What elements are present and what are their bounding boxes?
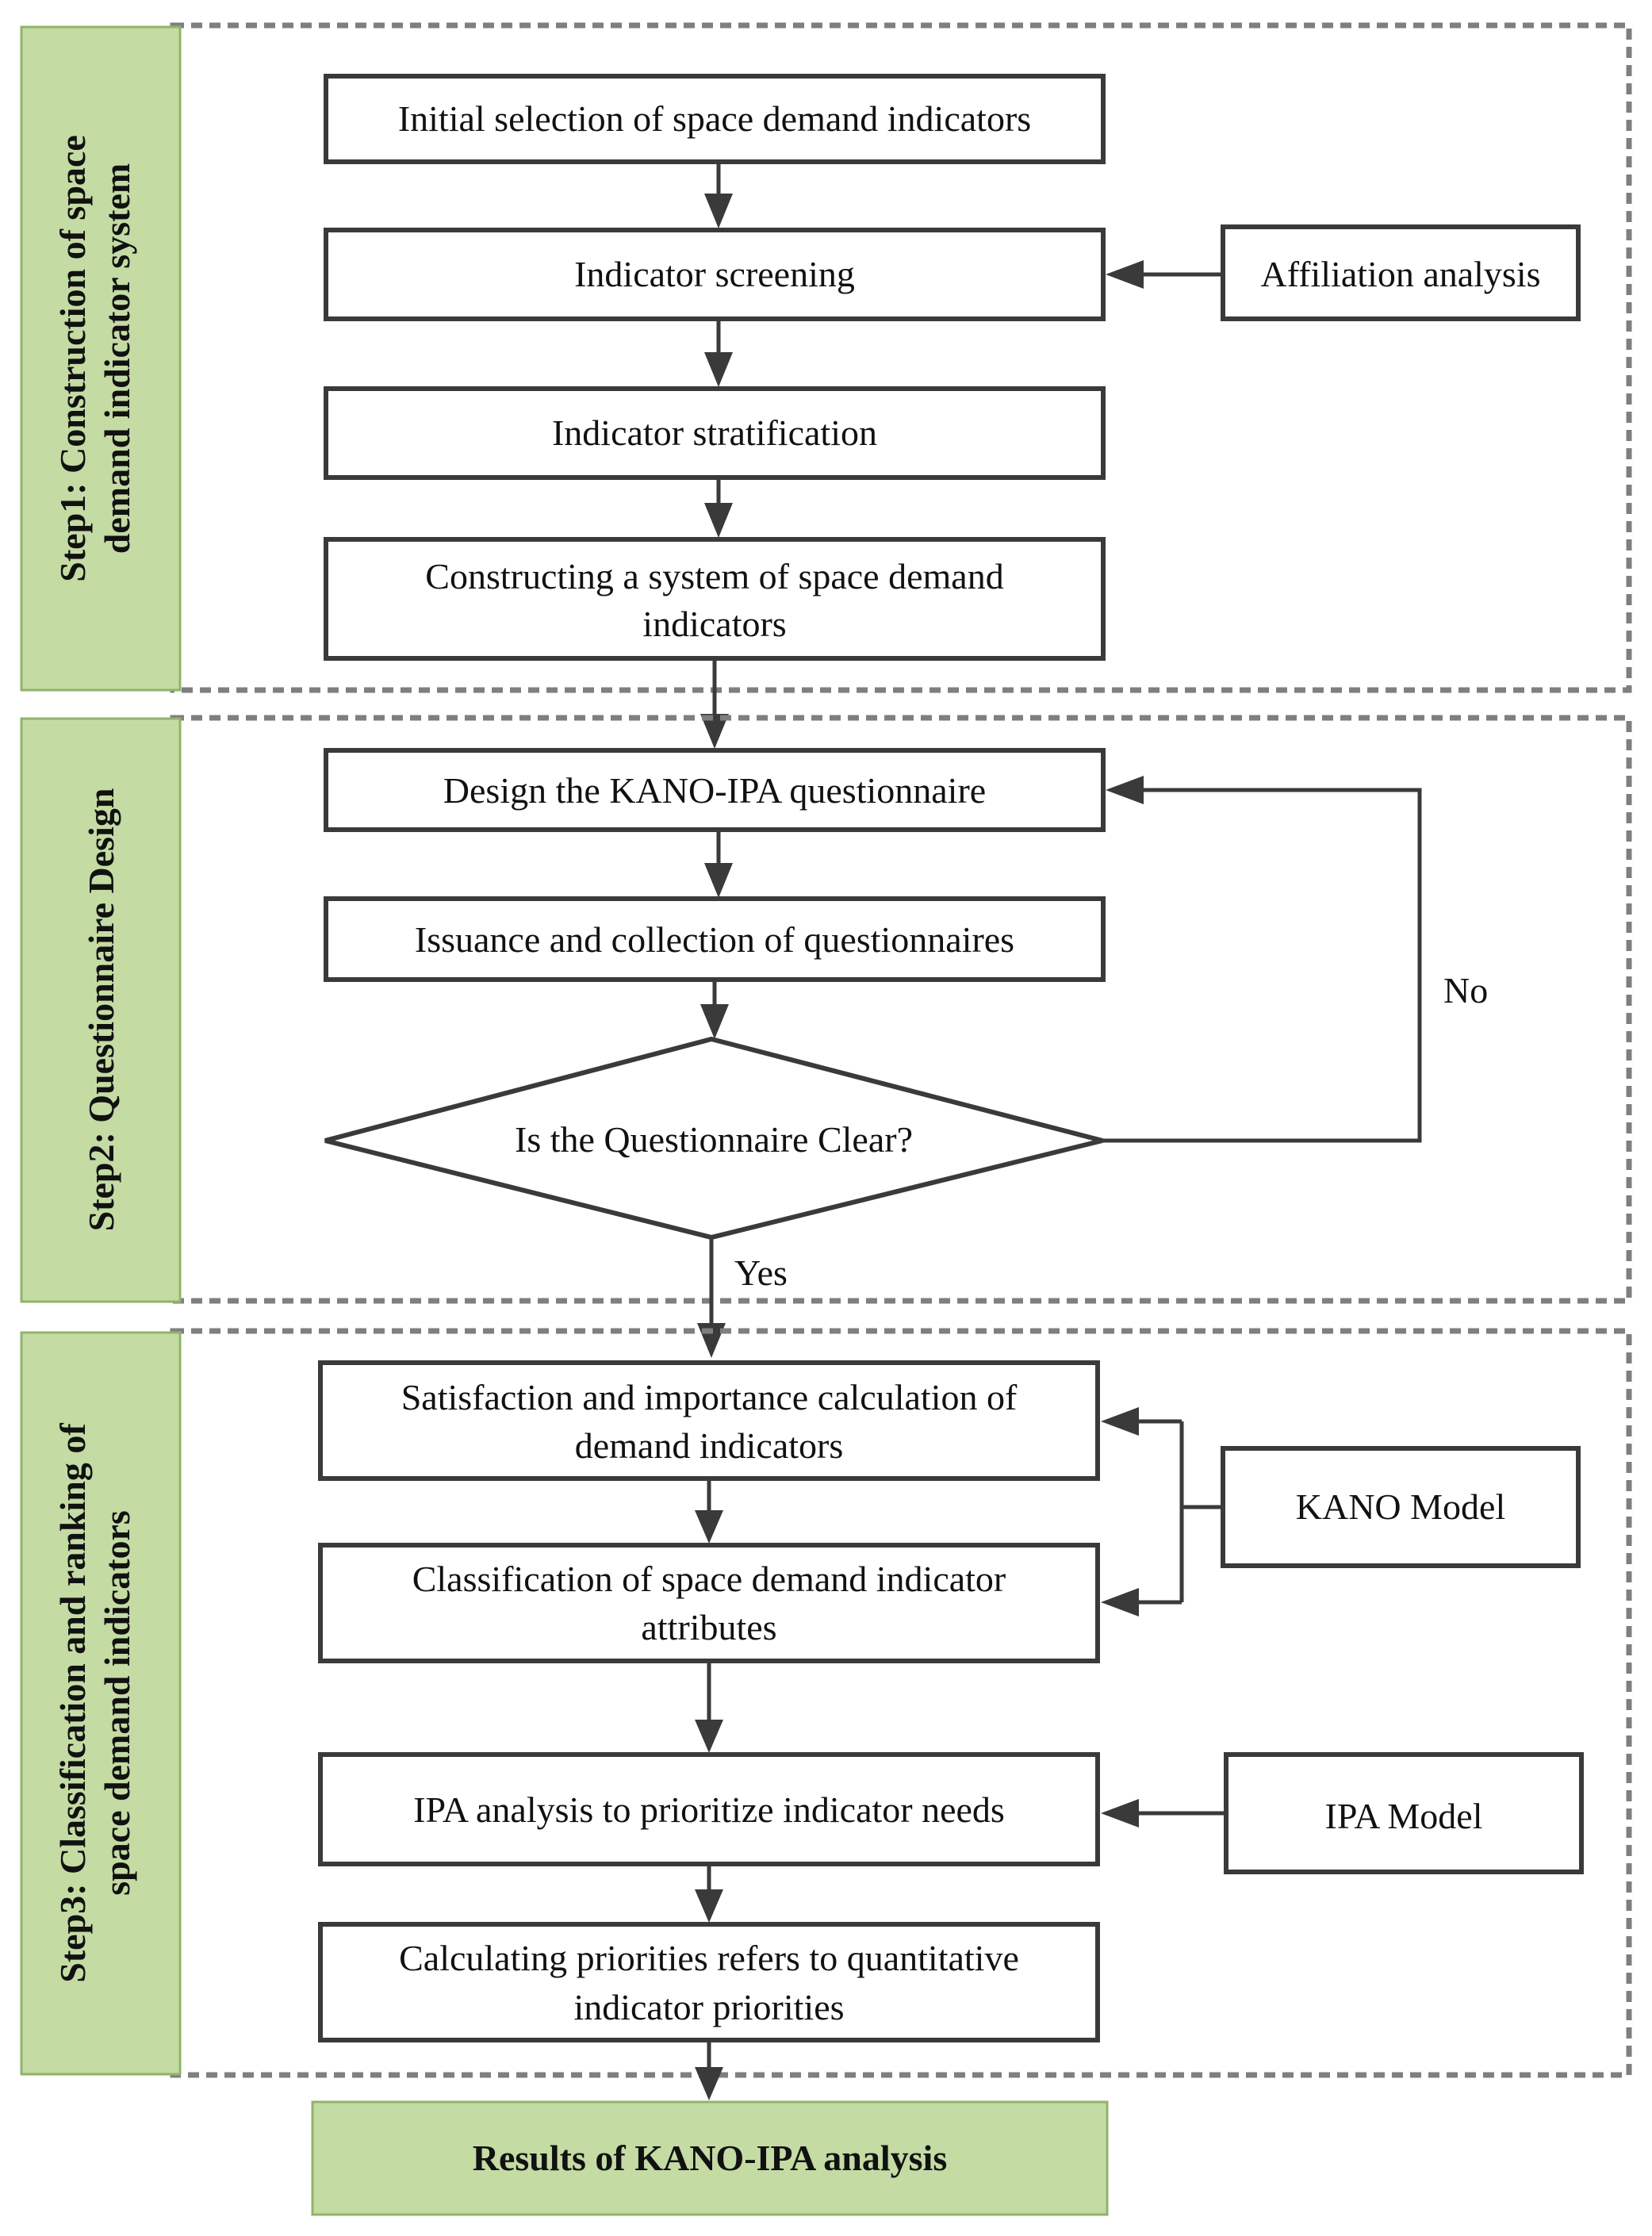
constructing-system-label-line2: indicators xyxy=(642,604,786,644)
arrowhead-calculating xyxy=(695,1889,723,1923)
decision-label: Is the Questionnaire Clear? xyxy=(515,1119,913,1160)
arrowhead-affiliation xyxy=(1106,260,1144,289)
ipa-model-box xyxy=(1224,1752,1584,1874)
step3-dashed-frame xyxy=(170,1328,1632,2078)
classification-attributes-label-line2: attributes xyxy=(641,1607,776,1647)
satisfaction-calculation-label-line2: demand indicators xyxy=(575,1425,844,1466)
results-box xyxy=(311,2100,1109,2216)
yes-label: Yes xyxy=(734,1252,788,1293)
arrowhead-screening xyxy=(704,194,733,228)
indicator-screening-box xyxy=(324,228,1106,321)
arrowhead-stratification xyxy=(704,352,733,387)
arrowhead-no-loop xyxy=(1106,776,1144,804)
arrowhead-kano-classification xyxy=(1101,1588,1139,1617)
kano-model-label: KANO Model xyxy=(1296,1486,1505,1527)
step1-title: Step1: Construction of space demand indi… xyxy=(52,135,137,581)
arrowhead-decision xyxy=(700,1004,729,1039)
step2-title: Step2: Questionnaire Design xyxy=(81,788,121,1232)
step3-title-line1: Step3: Classification and ranking of xyxy=(52,1423,93,1983)
design-questionnaire-label: Design the KANO-IPA questionnaire xyxy=(443,770,986,811)
constructing-system-box xyxy=(324,537,1106,661)
step3-side-panel xyxy=(20,1331,182,2076)
ipa-analysis-label: IPA analysis to prioritize indicator nee… xyxy=(413,1789,1005,1830)
no-loop-connector xyxy=(1102,788,1422,1143)
results-label: Results of KANO-IPA analysis xyxy=(473,2138,947,2178)
indicator-screening-label: Indicator screening xyxy=(574,254,855,294)
arrowhead-constructing xyxy=(704,503,733,538)
ipa-analysis-box xyxy=(318,1752,1100,1866)
step1-title-line1: Step1: Construction of space xyxy=(52,135,93,581)
step2-side-panel xyxy=(20,717,182,1303)
ipa-model-label: IPA Model xyxy=(1325,1796,1483,1836)
calculating-priorities-label-line1: Calculating priorities refers to quantit… xyxy=(399,1938,1019,1978)
arrowhead-ipa xyxy=(695,1720,723,1753)
arrowhead-results xyxy=(695,2067,723,2100)
affiliation-analysis-label: Affiliation analysis xyxy=(1260,254,1540,294)
issuance-collection-label: Issuance and collection of questionnaire… xyxy=(415,919,1014,960)
step1-title-line2: demand indicator system xyxy=(97,163,137,554)
design-questionnaire-box xyxy=(324,748,1106,832)
classification-attributes-box xyxy=(318,1543,1100,1663)
initial-selection-box xyxy=(324,74,1106,164)
arrowhead-ipa-model xyxy=(1101,1799,1139,1828)
classification-attributes-label-line1: Classification of space demand indicator xyxy=(412,1559,1006,1599)
satisfaction-calculation-label-line1: Satisfaction and importance calculation … xyxy=(401,1377,1018,1417)
calculating-priorities-box xyxy=(318,1922,1100,2042)
step1-side-panel xyxy=(20,25,182,692)
satisfaction-calculation-box xyxy=(318,1360,1100,1481)
step2-title-text: Step2: Questionnaire Design xyxy=(81,788,121,1232)
arrowhead-classification xyxy=(695,1510,723,1544)
indicator-stratification-label: Indicator stratification xyxy=(552,412,877,453)
constructing-system-label-line1: Constructing a system of space demand xyxy=(425,556,1003,596)
arrowhead-design xyxy=(700,714,729,749)
arrowhead-kano-satisfaction xyxy=(1101,1407,1139,1436)
arrowhead-issuance xyxy=(704,863,733,898)
step3-title: Step3: Classification and ranking of spa… xyxy=(52,1423,137,1983)
no-label: No xyxy=(1443,970,1488,1011)
initial-selection-label: Initial selection of space demand indica… xyxy=(398,98,1031,139)
calculating-priorities-label-line2: indicator priorities xyxy=(573,1987,844,2027)
step3-title-line2: space demand indicators xyxy=(97,1510,137,1896)
indicator-stratification-box xyxy=(324,386,1106,480)
